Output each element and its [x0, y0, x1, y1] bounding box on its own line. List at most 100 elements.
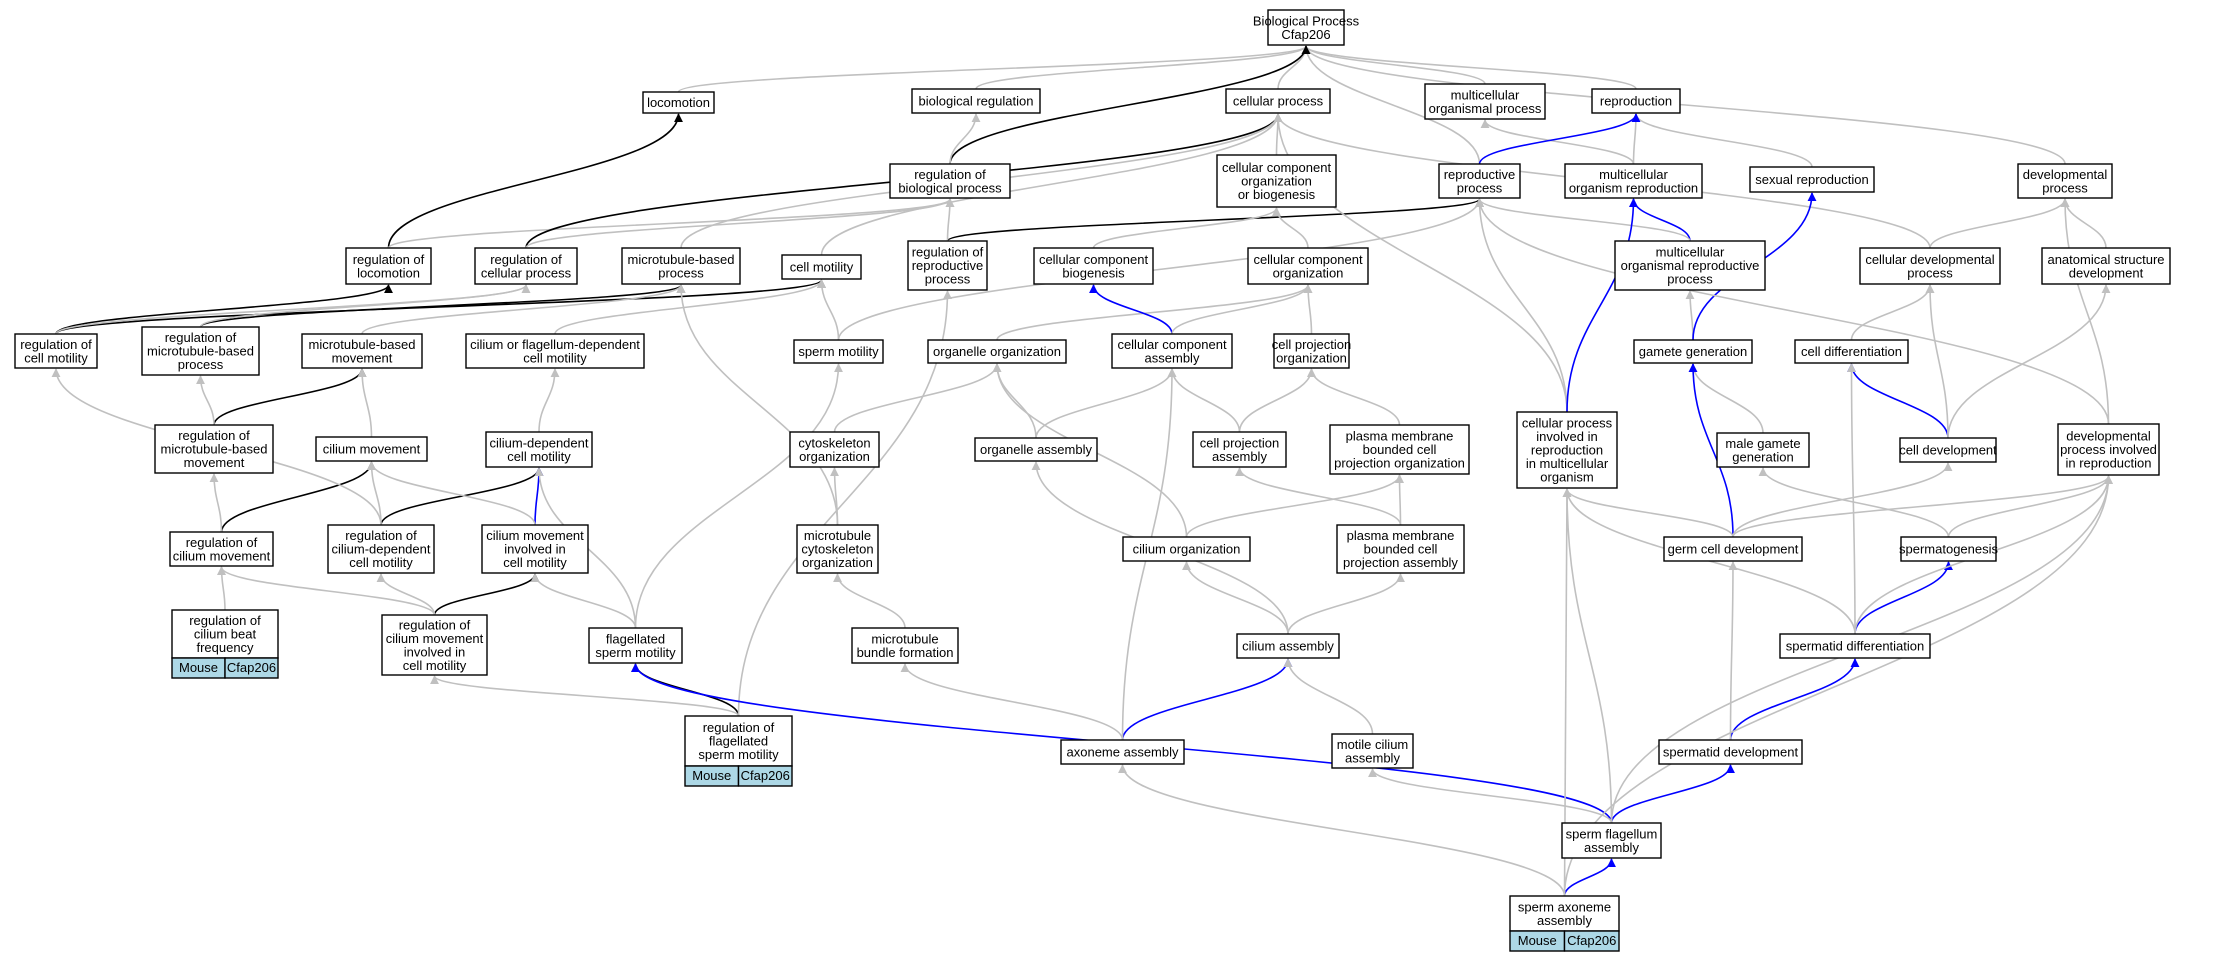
- gene-badge-label: Cfap206: [741, 768, 790, 783]
- term-label-line: cellular process: [481, 265, 572, 280]
- term-label-line: biological regulation: [919, 94, 1034, 109]
- go-term-node-ciliumorg[interactable]: cilium organization: [1122, 536, 1251, 562]
- term-label-line: movement: [332, 350, 393, 365]
- edge-is_a-malegamete-to-gametegen: [1688, 363, 1764, 434]
- term-label-line: regulation of: [703, 720, 775, 735]
- edge-is_a-multirepro-to-multiorg: [1480, 119, 1635, 165]
- go-term-node-sexrepro[interactable]: sexual reproduction: [1749, 166, 1875, 193]
- edge-is_a-reproduction-to-bp: [1301, 45, 1637, 90]
- species-badge-label: Mouse: [1518, 933, 1557, 948]
- term-label-line: cellular component: [1117, 337, 1227, 352]
- go-term-node-ciliummove[interactable]: cilium movement: [315, 436, 428, 462]
- term-box: [1899, 437, 1997, 463]
- go-term-node-organorg[interactable]: organelle organization: [927, 339, 1067, 364]
- term-label-line: bounded cell: [1363, 442, 1437, 457]
- go-term-node-spermatiddev[interactable]: spermatid development: [1658, 739, 1803, 765]
- edge-is_a-mororg-to-reprocess: [1475, 198, 1691, 242]
- term-label-line: cilium assembly: [1242, 639, 1334, 654]
- gene-badge: [1563, 930, 1620, 952]
- edge-is_a-regciliummove-to-regmtmove: [209, 473, 223, 533]
- go-term-node-germcelldev[interactable]: germ cell development: [1663, 536, 1803, 562]
- term-label-line: organization: [802, 555, 873, 570]
- term-box: [1658, 739, 1803, 765]
- term-label-line: sperm motility: [798, 344, 879, 359]
- term-box: [327, 524, 435, 574]
- go-term-node-celldev[interactable]: cell development: [1899, 437, 1997, 463]
- term-box: [1192, 431, 1287, 468]
- go-term-node-spermatiddiff[interactable]: spermatid differentiation: [1779, 633, 1931, 659]
- edge-is_a-regcmicm-to-regciliumdep: [376, 573, 436, 616]
- term-box: [1561, 822, 1662, 859]
- term-label-line: cellular process: [1233, 94, 1324, 109]
- go-term-node-spermmot[interactable]: sperm motility: [793, 339, 884, 364]
- go-term-node-celldiff[interactable]: cell differentiation: [1794, 339, 1909, 364]
- edge-is_a-multiorg-to-bp: [1301, 45, 1486, 85]
- go-term-node-locomotion[interactable]: locomotion: [642, 91, 715, 114]
- go-term-node-reproduction[interactable]: reproduction: [1591, 88, 1681, 114]
- term-box: [169, 531, 274, 567]
- term-label-line: reproductive: [912, 258, 984, 273]
- go-term-node-bioreg[interactable]: biological regulation: [911, 88, 1041, 114]
- term-label-line: multicellular: [1599, 167, 1668, 182]
- term-label-line: cell motility: [507, 449, 571, 464]
- go-term-node-cellmot[interactable]: cell motility: [781, 254, 862, 280]
- go-term-node-axoneme[interactable]: axoneme assembly: [1060, 739, 1185, 765]
- go-term-node-gametegen[interactable]: gamete generation: [1633, 339, 1753, 364]
- term-label-line: cilium or flagellum-dependent: [470, 337, 640, 352]
- term-label-line: cilium movement: [323, 442, 421, 457]
- term-label-line: generation: [1732, 449, 1793, 464]
- term-box: [465, 333, 645, 369]
- go-term-node-spermatogenesis[interactable]: spermatogenesis: [1899, 536, 1998, 562]
- term-label-line: plasma membrane: [1346, 429, 1454, 444]
- term-box: [1225, 88, 1331, 114]
- go-term-node-cellproc[interactable]: cellular process: [1225, 88, 1331, 114]
- edge-is_a-regcmicm-to-regciliummove: [217, 566, 436, 616]
- go-term-node-ciliumassembly[interactable]: cilium assembly: [1236, 633, 1340, 659]
- go-term-node-organassembly[interactable]: organelle assembly: [974, 437, 1098, 462]
